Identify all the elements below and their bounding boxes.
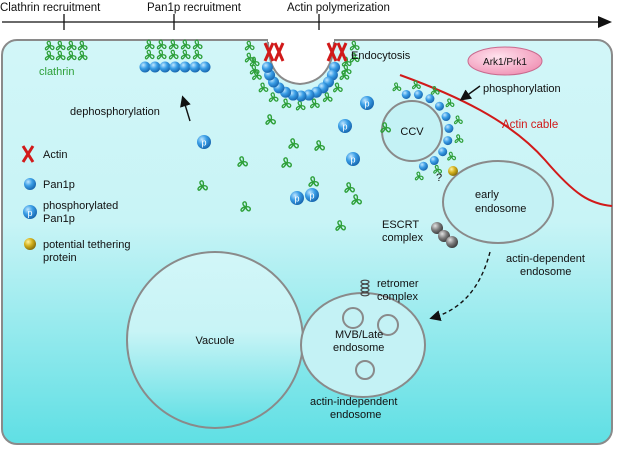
pan1p-icon bbox=[401, 89, 411, 99]
ccv bbox=[381, 100, 443, 162]
legend-actin-icon bbox=[21, 145, 35, 163]
legend-phospho-pan1p-icon: p bbox=[23, 205, 37, 219]
actin-filament-icon bbox=[273, 42, 285, 62]
actin-filament-icon bbox=[263, 42, 275, 62]
timeline-arrowhead bbox=[598, 16, 612, 28]
phosphorylation-arrow bbox=[459, 85, 481, 101]
phospho-pan1p-icon: p bbox=[290, 191, 304, 205]
pan1p-icon bbox=[413, 90, 423, 100]
escrt-complex-icon bbox=[431, 222, 458, 248]
ccv-label: CCV bbox=[400, 126, 424, 138]
legend-phospho-pan1p-label-2: Pan1p bbox=[43, 213, 75, 225]
actin-dependent-label-2: endosome bbox=[520, 266, 571, 278]
pan1p-icon bbox=[429, 156, 439, 166]
escrt-label-2: complex bbox=[382, 232, 423, 244]
pan1p-icon bbox=[441, 112, 451, 122]
mvb-label-1: MVB/Late bbox=[335, 329, 383, 341]
dephosphorylation-arrow bbox=[180, 95, 191, 122]
actin-filament-icon bbox=[326, 42, 338, 62]
maturation-arrow bbox=[429, 251, 491, 322]
pan1p-icon bbox=[261, 61, 273, 73]
legend-pan1p-label: Pan1p bbox=[43, 179, 75, 191]
actin-filament-icon bbox=[336, 42, 348, 62]
vacuole-label: Vacuole bbox=[196, 335, 235, 347]
timeline-step-clathrin: Clathrin recruitment bbox=[0, 2, 101, 14]
legend-actin-label: Actin bbox=[43, 149, 67, 161]
svg-text:p: p bbox=[350, 155, 355, 165]
legend-phospho-pan1p-label-1: phosphorylated bbox=[43, 200, 118, 212]
question-mark: ? bbox=[436, 172, 442, 184]
phospho-pan1p-icon: p bbox=[360, 96, 374, 110]
actin-independent-label-2: endosome bbox=[330, 409, 381, 421]
legend-tether-label-2: protein bbox=[43, 252, 77, 264]
retromer-label-2: complex bbox=[377, 291, 418, 303]
ark1-prk1-kinase bbox=[467, 46, 543, 76]
actin-layer bbox=[263, 42, 348, 62]
pan1p-icon bbox=[443, 136, 453, 146]
legend-tether-icon bbox=[24, 238, 36, 250]
actin-cable bbox=[399, 74, 613, 207]
retromer-label-1: retromer bbox=[377, 278, 419, 290]
retromer-complex-icon bbox=[360, 279, 370, 297]
pan1p-icon bbox=[425, 94, 435, 104]
phospho-pan1p-icon: p bbox=[346, 152, 360, 166]
pan1p-icon bbox=[438, 147, 448, 157]
phospho-pan1p-icon: p bbox=[197, 135, 211, 149]
svg-text:p: p bbox=[201, 138, 206, 148]
legend: Actin Pan1p p phosphorylated Pan1p poten… bbox=[21, 145, 130, 264]
early-endosome-label-2: endosome bbox=[475, 203, 526, 215]
phosphorylation-label: phosphorylation bbox=[483, 83, 561, 95]
tethering-protein-icon bbox=[448, 166, 458, 176]
intraluminal-vesicle bbox=[355, 360, 375, 380]
mvb-late-endosome bbox=[300, 292, 426, 398]
pan1p-icon bbox=[189, 61, 201, 73]
kinase-label: Ark1/Prk1 bbox=[483, 57, 527, 68]
actin-dependent-label-1: actin-dependent bbox=[506, 253, 585, 265]
svg-text:p: p bbox=[342, 122, 347, 132]
actin-independent-label-1: actin-independent bbox=[310, 396, 397, 408]
svg-text:p: p bbox=[294, 194, 299, 204]
pan1p-icon bbox=[418, 161, 428, 171]
pan1p-icon bbox=[159, 61, 171, 73]
intraluminal-vesicle bbox=[342, 307, 364, 329]
svg-text:p: p bbox=[27, 208, 32, 218]
legend-tether-label-1: potential tethering bbox=[43, 239, 130, 251]
dephosphorylation-label: dephosphorylation bbox=[70, 106, 160, 118]
clathrin-label: clathrin bbox=[39, 66, 74, 78]
phospho-pan1p-icon: p bbox=[305, 188, 319, 202]
phospho-pan1p-icon: p bbox=[338, 119, 352, 133]
svg-text:p: p bbox=[309, 191, 314, 201]
legend-pan1p-icon bbox=[24, 178, 36, 190]
actin-cable-label: Actin cable bbox=[502, 119, 558, 131]
endocytosis-label: Endocytosis bbox=[351, 50, 411, 62]
intraluminal-vesicle bbox=[377, 314, 399, 336]
pan1p-icon bbox=[149, 61, 161, 73]
svg-text:p: p bbox=[364, 99, 369, 109]
timeline-step-pan1p: Pan1p recruitment bbox=[147, 2, 242, 14]
early-endosome bbox=[442, 160, 554, 244]
mvb-label-2: endosome bbox=[333, 342, 384, 354]
escrt-label-1: ESCRT bbox=[382, 219, 419, 231]
pan1p-icon bbox=[199, 61, 211, 73]
early-endosome-label-1: early bbox=[475, 189, 499, 201]
pan1p-icon bbox=[434, 101, 444, 111]
pan1p-icon bbox=[179, 61, 191, 73]
timeline: Clathrin recruitment Pan1p recruitment A… bbox=[0, 2, 612, 30]
pan1p-icon bbox=[169, 61, 181, 73]
pan1p-icon bbox=[444, 123, 454, 133]
timeline-step-actin: Actin polymerization bbox=[287, 2, 390, 14]
pan1p-icon bbox=[139, 61, 151, 73]
